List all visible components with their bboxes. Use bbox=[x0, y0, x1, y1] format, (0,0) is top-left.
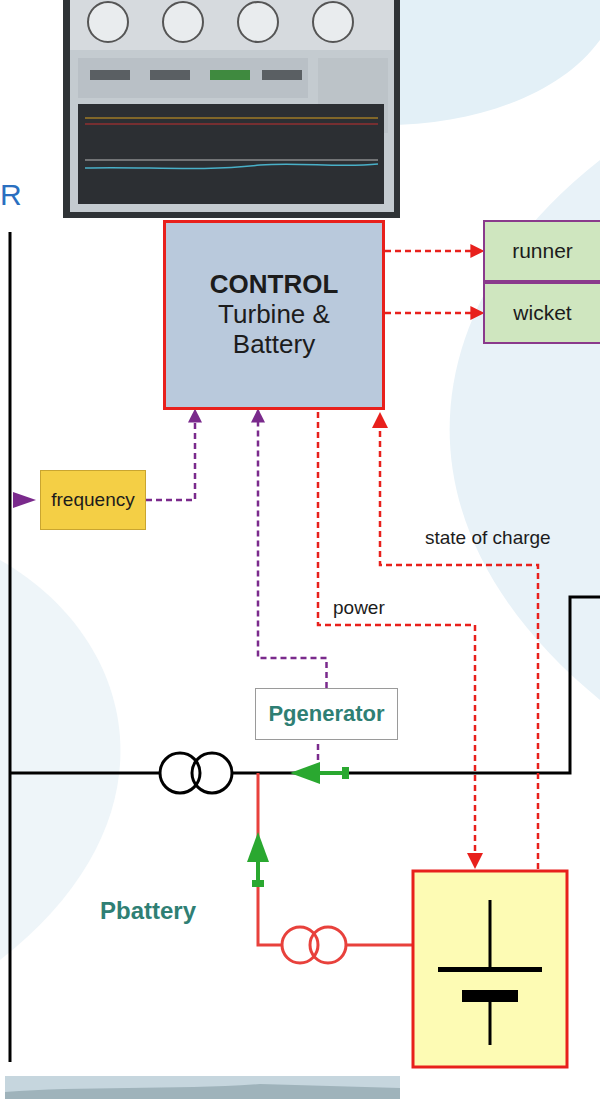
power-line bbox=[232, 597, 600, 773]
power-label: Pbattery bbox=[100, 898, 196, 924]
battery-symbol bbox=[489, 900, 492, 968]
control-box: CONTROLTurbine & Battery bbox=[163, 220, 385, 410]
transformer-symbol bbox=[282, 927, 318, 963]
node-title: runner bbox=[512, 239, 573, 263]
power-label-box: Pgenerator bbox=[255, 688, 398, 740]
signal-connector bbox=[146, 410, 195, 500]
battery-symbol bbox=[462, 990, 518, 1002]
signal-name: power bbox=[333, 598, 385, 619]
signal-connector bbox=[385, 312, 483, 315]
battery-line bbox=[346, 944, 412, 947]
output-box: runner bbox=[483, 220, 600, 282]
transformer-symbol bbox=[160, 753, 200, 793]
battery-symbol bbox=[438, 967, 542, 972]
flow-arrow bbox=[247, 832, 269, 862]
landscape-photo bbox=[5, 1084, 400, 1099]
flow-arrow bbox=[342, 767, 349, 779]
flow-arrow bbox=[252, 880, 264, 887]
node-title: CONTROL bbox=[210, 270, 339, 300]
signal-name: state of charge bbox=[425, 528, 551, 549]
power-line bbox=[10, 772, 160, 775]
node-body: Turbine & Battery bbox=[199, 300, 349, 360]
screen-photo bbox=[63, 0, 400, 218]
signal-arrowhead bbox=[372, 412, 388, 428]
signal-line bbox=[380, 424, 538, 869]
flow-arrow bbox=[290, 762, 320, 784]
signal-connector bbox=[385, 250, 483, 253]
output-box: wicket bbox=[483, 282, 600, 344]
transformer-symbol bbox=[192, 753, 232, 793]
busbar bbox=[9, 232, 12, 1062]
signal-arrowhead bbox=[467, 853, 483, 869]
battery-box bbox=[413, 871, 567, 1067]
measurement-arrowhead bbox=[13, 492, 36, 508]
transformer-symbol bbox=[310, 927, 346, 963]
node-title: frequency bbox=[51, 489, 134, 511]
landscape-photo bbox=[5, 1076, 400, 1099]
node-title: Pgenerator bbox=[268, 701, 384, 726]
cut-title-letter: R bbox=[0, 178, 22, 211]
signal-connector bbox=[258, 410, 327, 688]
measurement-box: frequency bbox=[40, 470, 146, 530]
node-title: wicket bbox=[513, 301, 571, 325]
battery-symbol bbox=[489, 1002, 492, 1045]
signal-line bbox=[318, 412, 475, 856]
